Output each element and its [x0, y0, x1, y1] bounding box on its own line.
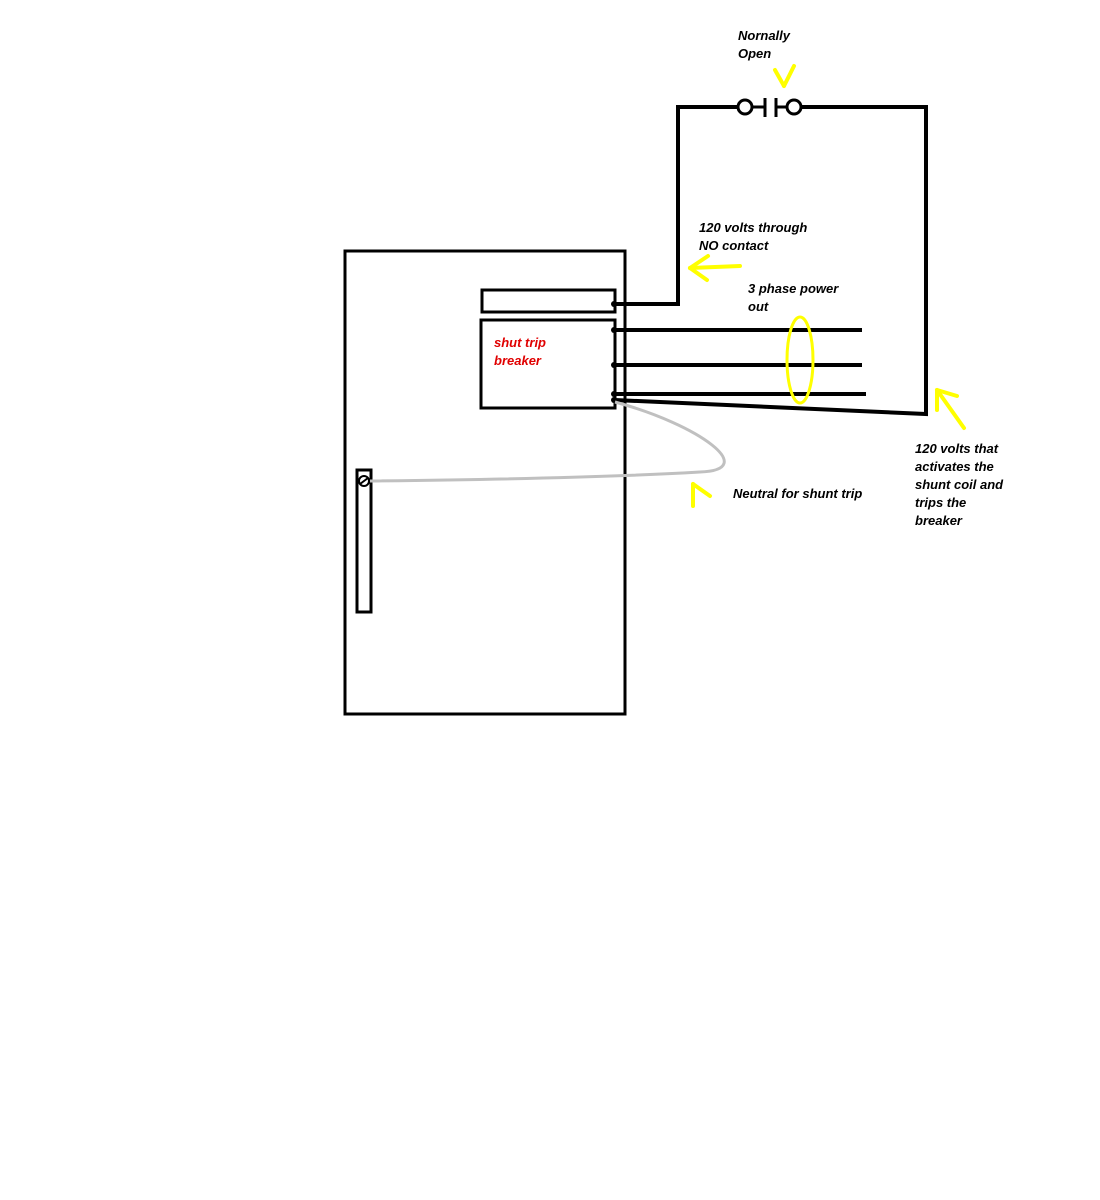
label-normally-open-1: Nornally: [738, 28, 791, 43]
label-three-phase-2: out: [748, 299, 769, 314]
label-shunt-5: breaker: [915, 513, 963, 528]
panel-handle: [355, 468, 373, 614]
arrow-shunt-coil-icon: [935, 388, 966, 430]
control-wire-to-contact: [615, 105, 738, 306]
arrow-no-contact-icon: [688, 254, 742, 282]
label-breaker-2: breaker: [494, 353, 542, 368]
label-three-phase-1: 3 phase power: [748, 281, 839, 296]
label-shunt-2: activates the: [915, 459, 994, 474]
panel-enclosure: [343, 249, 627, 716]
normally-open-contact-icon: [736, 98, 803, 117]
label-shunt-4: trips the: [915, 495, 966, 510]
label-breaker-1: shut trip: [494, 335, 546, 350]
label-shunt-3: shunt coil and: [915, 477, 1004, 492]
handle-latch-icon: [358, 475, 370, 487]
arrow-neutral-icon: [691, 482, 712, 508]
label-no-contact-1: 120 volts through: [699, 220, 807, 235]
neutral-wire: [369, 400, 726, 483]
label-shunt-1: 120 volts that: [915, 441, 999, 456]
three-phase-highlight: [785, 315, 815, 405]
arrow-normally-open-icon: [773, 64, 796, 88]
breaker-terminals: [611, 301, 617, 403]
label-neutral: Neutral for shunt trip: [733, 486, 862, 501]
shunt-coil-return-wire: [614, 105, 928, 417]
label-no-contact-2: NO contact: [699, 238, 769, 253]
shunt-trip-accessory: [480, 288, 617, 314]
label-normally-open-2: Open: [738, 46, 771, 61]
